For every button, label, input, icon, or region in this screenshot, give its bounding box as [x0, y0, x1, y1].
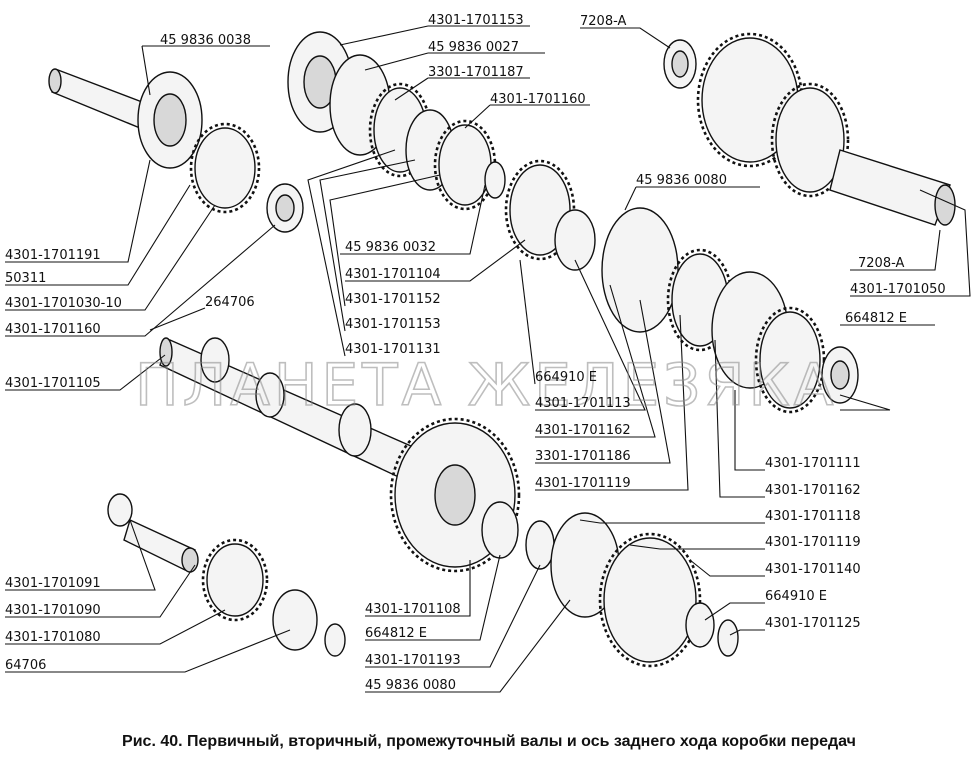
part-label: 4301-1701160 — [5, 322, 101, 337]
part-label: 4301-1701080 — [5, 630, 101, 645]
part-label: 264706 — [205, 295, 255, 310]
part-label: 45 9836 0080 — [636, 173, 727, 188]
part-label: 4301-1701104 — [345, 267, 441, 282]
part-label: 4301-1701191 — [5, 248, 101, 263]
part-label: 4301-1701160 — [490, 92, 586, 107]
bearing-top — [663, 39, 697, 89]
primary-shaft — [48, 68, 304, 233]
parts-drawing — [48, 31, 956, 668]
part-label: 4301-1701131 — [345, 342, 441, 357]
part-label: 4301-1701111 — [765, 456, 861, 471]
part-label: 4301-1701153 — [428, 13, 524, 28]
part-label: 664910 E — [765, 589, 827, 604]
part-label: 4301-1701152 — [345, 292, 441, 307]
watermark: ПЛАНЕТА ЖЕЛЕЗЯКА — [135, 351, 837, 419]
part-label: 4301-1701105 — [5, 376, 101, 391]
part-label: 4301-1701113 — [535, 396, 631, 411]
secondary-gears — [504, 159, 859, 414]
reverse-axle — [107, 493, 346, 657]
part-label: 4301-1701091 — [5, 576, 101, 591]
secondary-shaft — [159, 337, 421, 481]
part-label: 4301-1701118 — [765, 509, 861, 524]
part-label: 50311 — [5, 271, 46, 286]
part-label: 7208-A — [580, 14, 626, 29]
part-label: 4301-1701030-10 — [5, 296, 122, 311]
countershaft — [696, 32, 956, 226]
part-label: 664812 E — [365, 626, 427, 641]
part-label: 4301-1701125 — [765, 616, 861, 631]
part-label: 4301-1701153 — [345, 317, 441, 332]
part-label: 664910 E — [535, 370, 597, 385]
part-label: 45 9836 0032 — [345, 240, 436, 255]
part-label: 3301-1701186 — [535, 449, 631, 464]
part-label: 4301-1701119 — [535, 476, 631, 491]
part-label: 4301-1701162 — [765, 483, 861, 498]
synchronizer-pack — [287, 31, 506, 211]
part-label: 45 9836 0038 — [160, 33, 251, 48]
part-label: 4301-1701140 — [765, 562, 861, 577]
part-label: 7208-A — [858, 256, 904, 271]
lower-gears — [389, 417, 739, 668]
part-label: 4301-1701193 — [365, 653, 461, 668]
part-label: 3301-1701187 — [428, 65, 524, 80]
figure-caption: Рис. 40. Первичный, вторичный, промежуто… — [122, 733, 856, 750]
part-label: 4301-1701162 — [535, 423, 631, 438]
part-label: 4301-1701090 — [5, 603, 101, 618]
part-label: 64706 — [5, 658, 46, 673]
part-label: 4301-1701119 — [765, 535, 861, 550]
part-label: 664812 E — [845, 311, 907, 326]
part-labels: 45 9836 0038 4301-1701153 45 9836 0027 3… — [5, 13, 946, 693]
leader-lines — [5, 25, 971, 693]
part-label: 45 9836 0080 — [365, 678, 456, 693]
part-label: 4301-1701108 — [365, 602, 461, 617]
part-label: 45 9836 0027 — [428, 40, 519, 55]
part-label: 4301-1701050 — [850, 282, 946, 297]
